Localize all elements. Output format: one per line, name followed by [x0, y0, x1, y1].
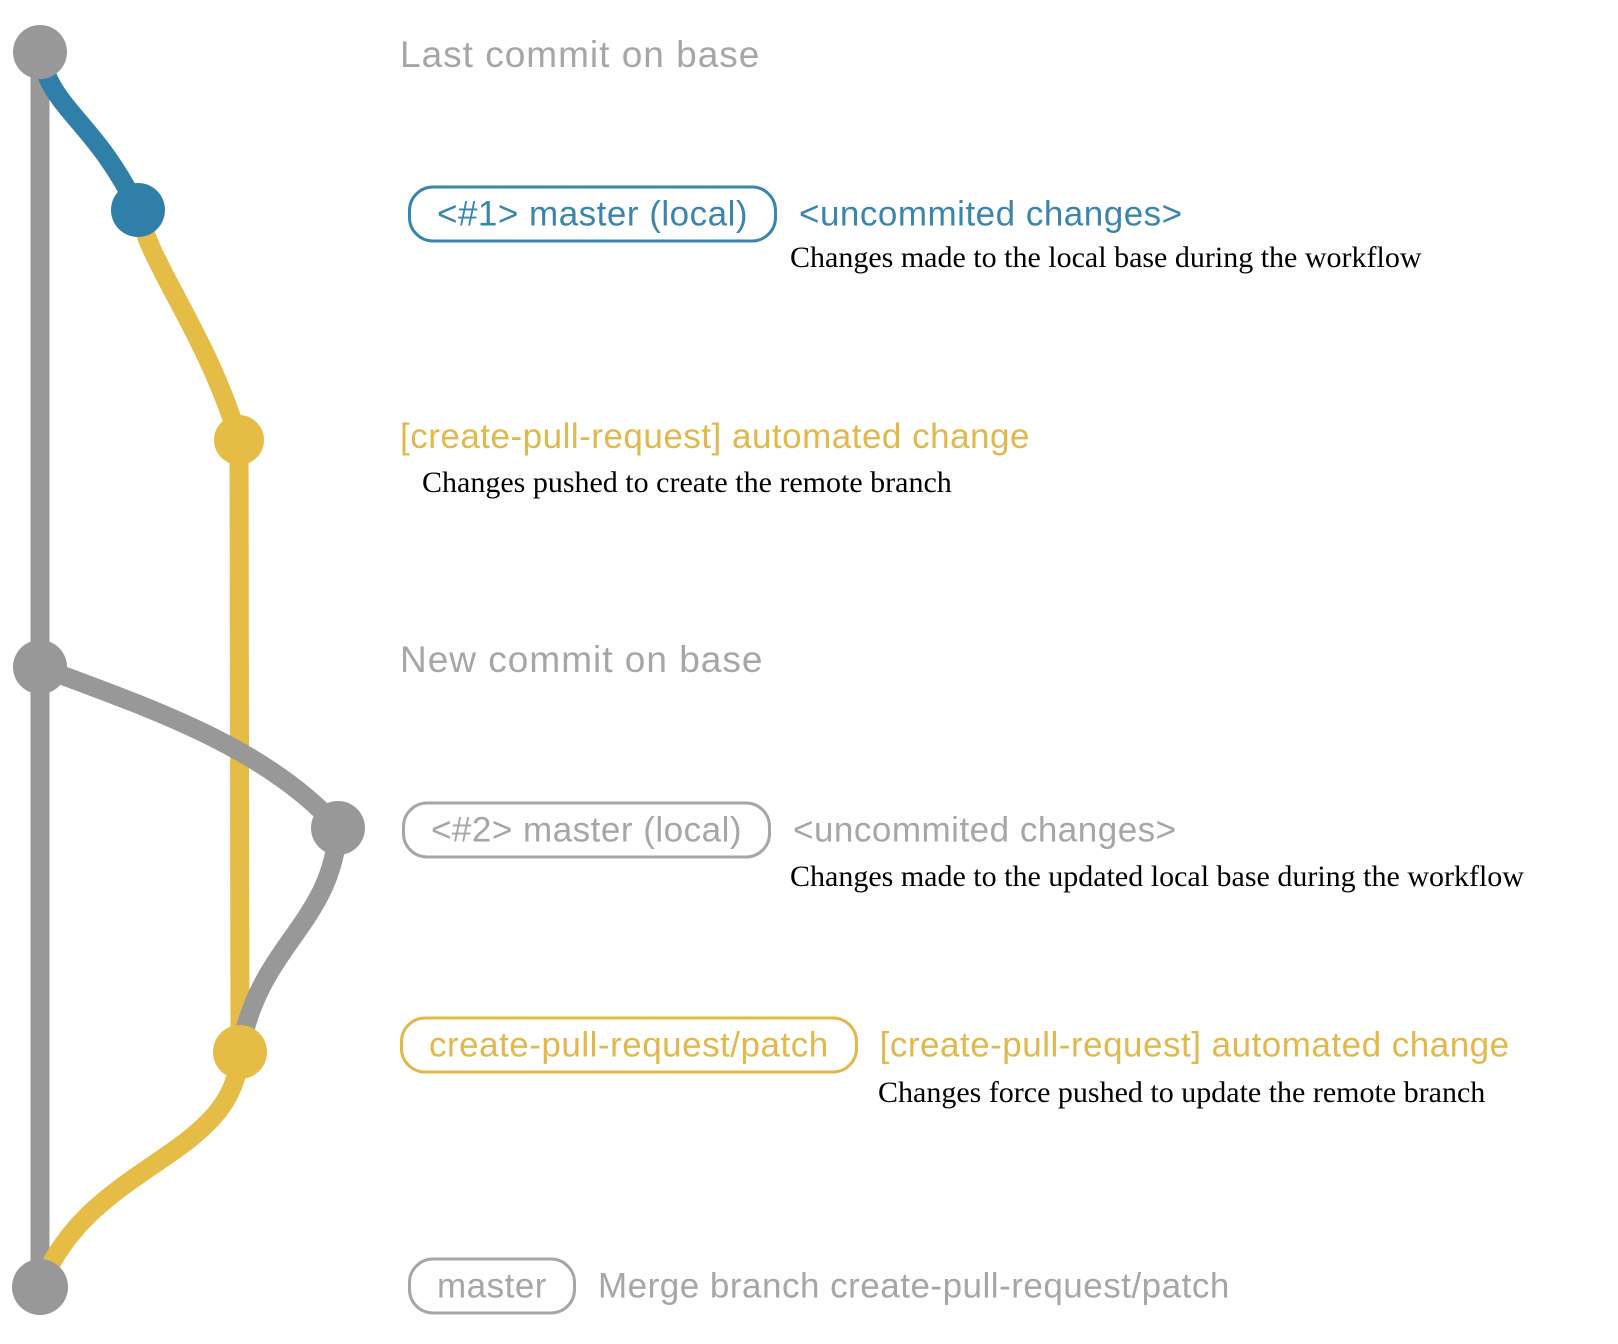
commit-node-merge-commit: [12, 1259, 68, 1315]
commit-row-local-1: <#1> master (local) <uncommited changes>: [408, 185, 1183, 243]
edge-local-branch-2: [30, 657, 348, 838]
branch-label-patch: create-pull-request/patch: [400, 1016, 858, 1074]
edge-patch-branch-update: [230, 818, 348, 1062]
commit-node-local-commit-2: [311, 801, 365, 855]
commit-label-last-base: Last commit on base: [400, 34, 761, 75]
commit-row-local-2: <#2> master (local) <uncommited changes>: [402, 801, 1177, 859]
commit-row-patch-1: [create-pull-request] automated change: [400, 417, 1030, 457]
commit-detail-local-1: Changes made to the local base during th…: [790, 241, 1422, 274]
branch-label-master: master: [408, 1257, 576, 1315]
commit-message-automated-1: [create-pull-request] automated change: [400, 417, 1030, 456]
edge-patch-branch-create: [128, 200, 249, 450]
commit-row-patch-2: create-pull-request/patch [create-pull-r…: [400, 1016, 1510, 1074]
commit-row-new-base: New commit on base: [400, 639, 763, 681]
commit-row-merge: master Merge branch create-pull-request/…: [408, 1257, 1230, 1315]
commit-node-new-commit-on-base: [13, 640, 67, 694]
branch-label-master-local-2: <#2> master (local): [402, 801, 772, 859]
commit-message-merge: Merge branch create-pull-request/patch: [597, 1266, 1230, 1305]
edge-merge-line: [30, 1042, 250, 1297]
commit-row-last-base: Last commit on base: [400, 34, 760, 76]
edge-local-branch-1: [30, 42, 148, 220]
commit-node-remote-patch-commit-1: [214, 415, 264, 465]
commit-detail-patch-2: Changes force pushed to update the remot…: [878, 1076, 1486, 1109]
commit-message-uncommited-1: <uncommited changes>: [799, 194, 1183, 233]
commit-node-remote-patch-commit-2: [213, 1025, 267, 1079]
commit-node-local-commit-1: [111, 183, 165, 237]
commit-node-last-commit-on-base: [13, 25, 67, 79]
branch-label-master-local-1: <#1> master (local): [408, 185, 778, 243]
commit-label-new-base: New commit on base: [400, 639, 764, 680]
commit-detail-patch-1: Changes pushed to create the remote bran…: [422, 466, 952, 499]
commit-message-uncommited-2: <uncommited changes>: [793, 810, 1177, 849]
commit-message-automated-2: [create-pull-request] automated change: [879, 1025, 1510, 1064]
commit-detail-local-2: Changes made to the updated local base d…: [790, 860, 1524, 893]
